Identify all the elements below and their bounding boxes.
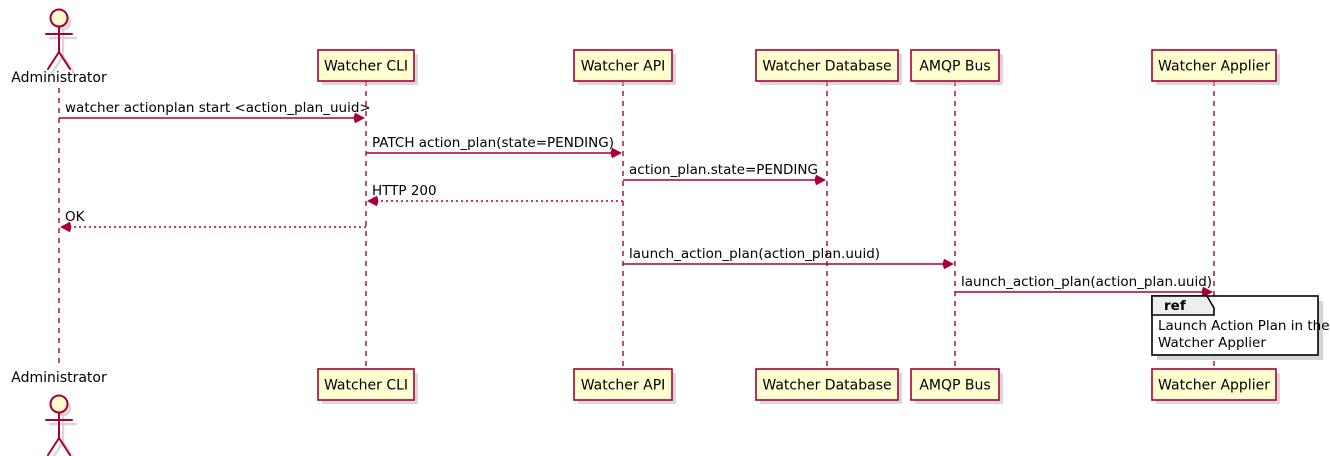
- message-arrowhead-7: [1201, 286, 1213, 298]
- actor-leg-right: [58, 437, 71, 456]
- actor-leg-right: [58, 51, 71, 70]
- actor-head: [49, 394, 69, 414]
- actor-shadow: [61, 440, 74, 456]
- arrowhead: [610, 147, 622, 159]
- participant-label-amqp-bus: AMQP Bus: [919, 59, 990, 75]
- ref-text-line-0: Launch Action Plan in the: [1158, 318, 1330, 334]
- participant-watcher-applier[interactable]: Watcher Applier: [1151, 368, 1280, 404]
- actor-label-administrator: Administrator: [11, 370, 107, 386]
- ref-tab-label: ref: [1164, 298, 1186, 314]
- participant-box[interactable]: [1151, 368, 1277, 401]
- message-arrowhead-2: [610, 147, 622, 159]
- participant-box[interactable]: [573, 49, 673, 82]
- actor-administrator: [45, 394, 78, 456]
- actor-shadow: [50, 54, 65, 75]
- participant-watcher-applier[interactable]: Watcher Applier: [1151, 49, 1280, 85]
- participant-label-watcher-cli: Watcher CLI: [324, 378, 408, 394]
- participant-watcher-api[interactable]: Watcher API: [573, 368, 676, 404]
- participant-box[interactable]: [910, 368, 1000, 401]
- message-arrowhead-1: [353, 112, 365, 124]
- actor-shadow: [52, 440, 65, 456]
- arrowhead: [367, 195, 379, 207]
- message-label-1: watcher actionplan start <action_plan_uu…: [65, 100, 371, 116]
- participant-watcher-cli[interactable]: Watcher CLI: [317, 368, 418, 404]
- participant-box[interactable]: [910, 49, 1000, 82]
- message-label-3: action_plan.state=PENDING: [629, 162, 818, 178]
- message-label-6: launch_action_plan(action_plan.uuid): [629, 246, 880, 262]
- participant-label-watcher-applier: Watcher Applier: [1158, 378, 1270, 394]
- actor-head: [49, 8, 69, 28]
- participant-amqp-bus[interactable]: AMQP Bus: [910, 49, 1003, 85]
- participant-box[interactable]: [1151, 49, 1277, 82]
- message-arrowhead-5: [60, 221, 72, 233]
- ref-text-line-1: Watcher Applier: [1158, 335, 1266, 351]
- actor-label-administrator: Administrator: [11, 70, 107, 86]
- message-label-7: launch_action_plan(action_plan.uuid): [961, 274, 1212, 290]
- participant-box[interactable]: [755, 49, 899, 82]
- participant-label-watcher-cli: Watcher CLI: [324, 59, 408, 75]
- actor-leg-left: [47, 437, 60, 456]
- participant-watcher-api[interactable]: Watcher API: [573, 49, 676, 85]
- participant-watcher-cli[interactable]: Watcher CLI: [317, 49, 418, 85]
- ref-tab: [1151, 295, 1215, 316]
- arrowhead: [353, 112, 365, 124]
- message-label-4: HTTP 200: [372, 183, 437, 199]
- actor-administrator: [45, 8, 78, 75]
- participant-box[interactable]: [755, 368, 899, 401]
- message-label-2: PATCH action_plan(state=PENDING): [372, 135, 614, 151]
- arrowhead: [60, 221, 72, 233]
- participant-box[interactable]: [573, 368, 673, 401]
- participant-label-watcher-database: Watcher Database: [762, 59, 891, 75]
- participant-label-watcher-database: Watcher Database: [762, 378, 891, 394]
- participant-amqp-bus[interactable]: AMQP Bus: [910, 368, 1003, 404]
- participant-label-watcher-api: Watcher API: [581, 378, 666, 394]
- message-arrowhead-4: [367, 195, 379, 207]
- arrowhead: [814, 174, 826, 186]
- arrowhead: [1201, 286, 1213, 298]
- participant-label-amqp-bus: AMQP Bus: [919, 378, 990, 394]
- participant-watcher-database[interactable]: Watcher Database: [755, 49, 902, 85]
- participant-label-watcher-applier: Watcher Applier: [1158, 59, 1270, 75]
- participant-label-watcher-api: Watcher API: [581, 59, 666, 75]
- arrowhead: [942, 258, 954, 270]
- actor-leg-left: [47, 51, 60, 70]
- message-label-5: OK: [65, 209, 86, 225]
- participant-box[interactable]: [317, 49, 415, 82]
- message-arrowhead-3: [814, 174, 826, 186]
- message-arrowhead-6: [942, 258, 954, 270]
- actor-shadow: [61, 54, 76, 75]
- participant-watcher-database[interactable]: Watcher Database: [755, 368, 902, 404]
- participant-box[interactable]: [317, 368, 415, 401]
